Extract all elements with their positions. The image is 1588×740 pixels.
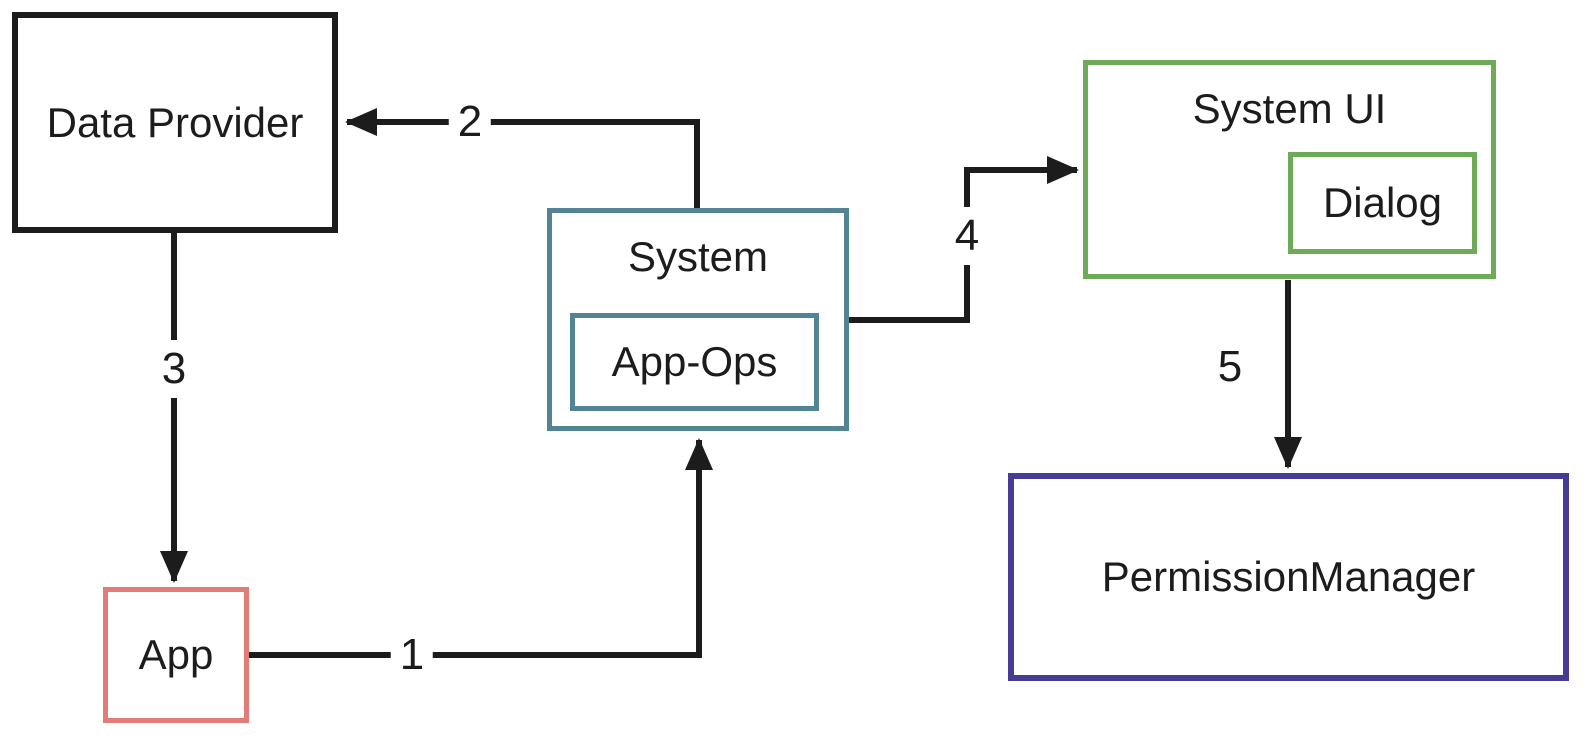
edge-label-1: 1 [390, 631, 434, 679]
node-system: System App-Ops [547, 208, 849, 431]
node-data-provider: Data Provider [12, 12, 338, 233]
node-label-app-ops: App-Ops [611, 338, 778, 385]
edge-label-5: 5 [1208, 343, 1252, 391]
node-app: App [103, 587, 249, 723]
edge-label-2: 2 [448, 98, 492, 146]
node-label-dialog: Dialog [1322, 179, 1443, 226]
node-permission-manager: PermissionManager [1008, 473, 1569, 681]
node-dialog: Dialog [1288, 152, 1477, 254]
node-label-system: System [627, 233, 769, 280]
edge-1-app-to-system [249, 438, 713, 658]
node-label-app: App [138, 631, 214, 678]
node-system-ui: System UI Dialog [1083, 60, 1496, 279]
node-label-data-provider: Data Provider [46, 98, 304, 146]
node-label-permission-manager: PermissionManager [1101, 553, 1476, 600]
node-app-ops: App-Ops [570, 313, 819, 411]
edge-label-4: 4 [943, 207, 991, 265]
edge-label-3: 3 [150, 340, 198, 398]
edge-2-system-to-data-provider [345, 108, 700, 210]
node-label-system-ui: System UI [1192, 85, 1387, 132]
